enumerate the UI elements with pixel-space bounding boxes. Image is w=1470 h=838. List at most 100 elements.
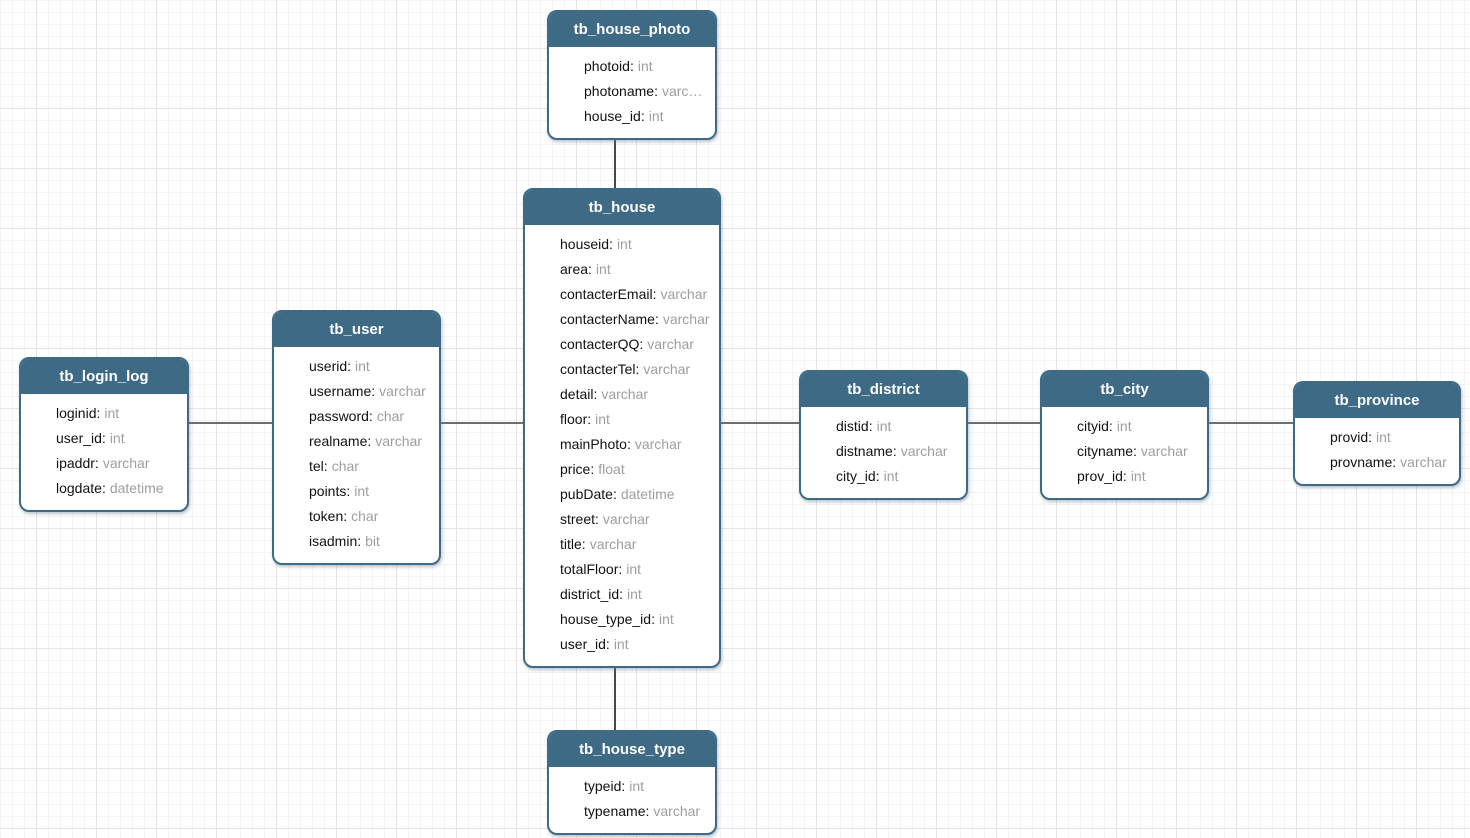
field-type: varchar [102,455,150,471]
field-name: token [309,508,347,524]
field-name: provid [1330,429,1372,445]
field-row: usernamevarchar [309,379,433,404]
field-row: userid int [309,354,433,379]
field-row: streetvarchar [560,507,713,532]
field-row: house_idint [584,104,709,129]
entity-title: tb_province [1334,392,1420,409]
entity-title: tb_user [329,321,384,338]
field-type: float [598,461,625,477]
entity-body: typeidint typenamevarchar [549,767,715,833]
entity-tb_district[interactable]: tb_district distidint distnamevarchar ci… [799,370,968,500]
field-type: varchar [602,511,650,527]
entity-tb_user[interactable]: tb_user userid int usernamevarchar passwo… [272,310,441,565]
entity-header[interactable]: tb_district [801,372,966,407]
entity-header[interactable]: tb_province [1295,383,1459,418]
field-row: user_idint [560,632,713,657]
field-type: int [354,483,370,499]
field-row: detailvarchar [560,382,713,407]
entity-header[interactable]: tb_city [1042,372,1207,407]
field-name: floor [560,411,591,427]
field-type: varchar [900,443,948,459]
connector-district-to-city[interactable] [968,422,1040,424]
field-row: distidint [836,414,960,439]
connector-house_photo-to-house[interactable] [614,132,616,188]
field-name: user_id [560,636,610,652]
field-type: int [355,358,370,374]
field-row: passwordchar [309,404,433,429]
entity-tb_house[interactable]: tb_house houseidint areaint contacterEma… [523,188,721,668]
field-name: username [309,383,375,399]
field-row: mainPhotovarchar [560,432,713,457]
field-type: bit [365,533,380,549]
field-name: tel [309,458,328,474]
field-row: prov_idint [1077,464,1201,489]
field-type: char [351,508,379,524]
entity-tb_house_type[interactable]: tb_house_type typeidint typenamevarchar [547,730,717,835]
field-name: points [309,483,350,499]
entity-header[interactable]: tb_house_type [549,732,715,767]
connector-city-to-province[interactable] [1209,422,1293,424]
connector-house-to-house_type[interactable] [614,665,616,730]
connector-house-to-district[interactable] [721,422,799,424]
entity-header[interactable]: tb_house_photo [549,12,715,47]
field-type: varchar [379,383,426,399]
field-name: provname [1330,454,1396,470]
field-row: contacterNamevarchar [560,307,713,332]
field-row: user_idint [56,426,181,451]
field-name: realname [309,433,371,449]
field-name: password [309,408,373,424]
connector-user-to-house[interactable] [441,422,523,424]
field-row: pricefloat [560,457,713,482]
field-type: int [648,108,664,124]
field-type: char [331,458,359,474]
entity-tb_house_photo[interactable]: tb_house_photo photoidint photonamevarc…… [547,10,717,140]
field-row: totalFloorint [560,557,713,582]
field-row: provnamevarchar [1330,450,1453,475]
entity-header[interactable]: tb_login_log [21,359,187,394]
field-row: contacterTelvarchar [560,357,713,382]
field-name: userid [309,358,351,374]
field-row: tokenchar [309,504,433,529]
field-row: cityidint [1077,414,1201,439]
connector-login_log-to-user[interactable] [189,422,272,424]
field-type: int [627,586,642,602]
entity-tb_province[interactable]: tb_province provid int provnamevarchar [1293,381,1461,486]
entity-tb_login_log[interactable]: tb_login_log loginidint user_idint ipadd… [19,357,189,512]
field-type: int [616,236,632,252]
field-name: contacterQQ [560,336,643,352]
field-type: varchar [589,536,637,552]
entity-body: provid int provnamevarchar [1295,418,1459,484]
field-row: pointsint [309,479,433,504]
entity-body: cityidint citynamevarchar prov_idint [1042,407,1207,498]
field-row: provid int [1330,425,1453,450]
entity-title: tb_house [588,199,656,216]
field-name: area [560,261,592,277]
entity-title: tb_login_log [59,368,149,385]
field-row: isadminbit [309,529,433,554]
field-name: typename [584,803,649,819]
field-name: house_type_id [560,611,655,627]
field-type: varchar [1400,454,1447,470]
entity-tb_city[interactable]: tb_city cityidint citynamevarchar prov_i… [1040,370,1209,500]
field-type: int [883,468,899,484]
field-type: int [1376,429,1391,445]
field-type: int [626,561,642,577]
entity-header[interactable]: tb_user [274,312,439,347]
field-type: int [613,636,629,652]
field-row: photonamevarc… [584,79,709,104]
field-row: typeidint [584,774,709,799]
field-row: typenamevarchar [584,799,709,824]
entity-title: tb_house_photo [573,21,691,38]
field-name: price [560,461,594,477]
field-row: district_idint [560,582,713,607]
field-row: city_idint [836,464,960,489]
field-row: realnamevarchar [309,429,433,454]
field-name: contacterTel [560,361,639,377]
field-type: int [876,418,892,434]
field-type: int [1116,418,1132,434]
entity-header[interactable]: tb_house [525,190,719,225]
field-type: varc… [661,83,703,99]
field-row: citynamevarchar [1077,439,1201,464]
field-type: char [376,408,405,424]
field-name: typeid [584,778,625,794]
